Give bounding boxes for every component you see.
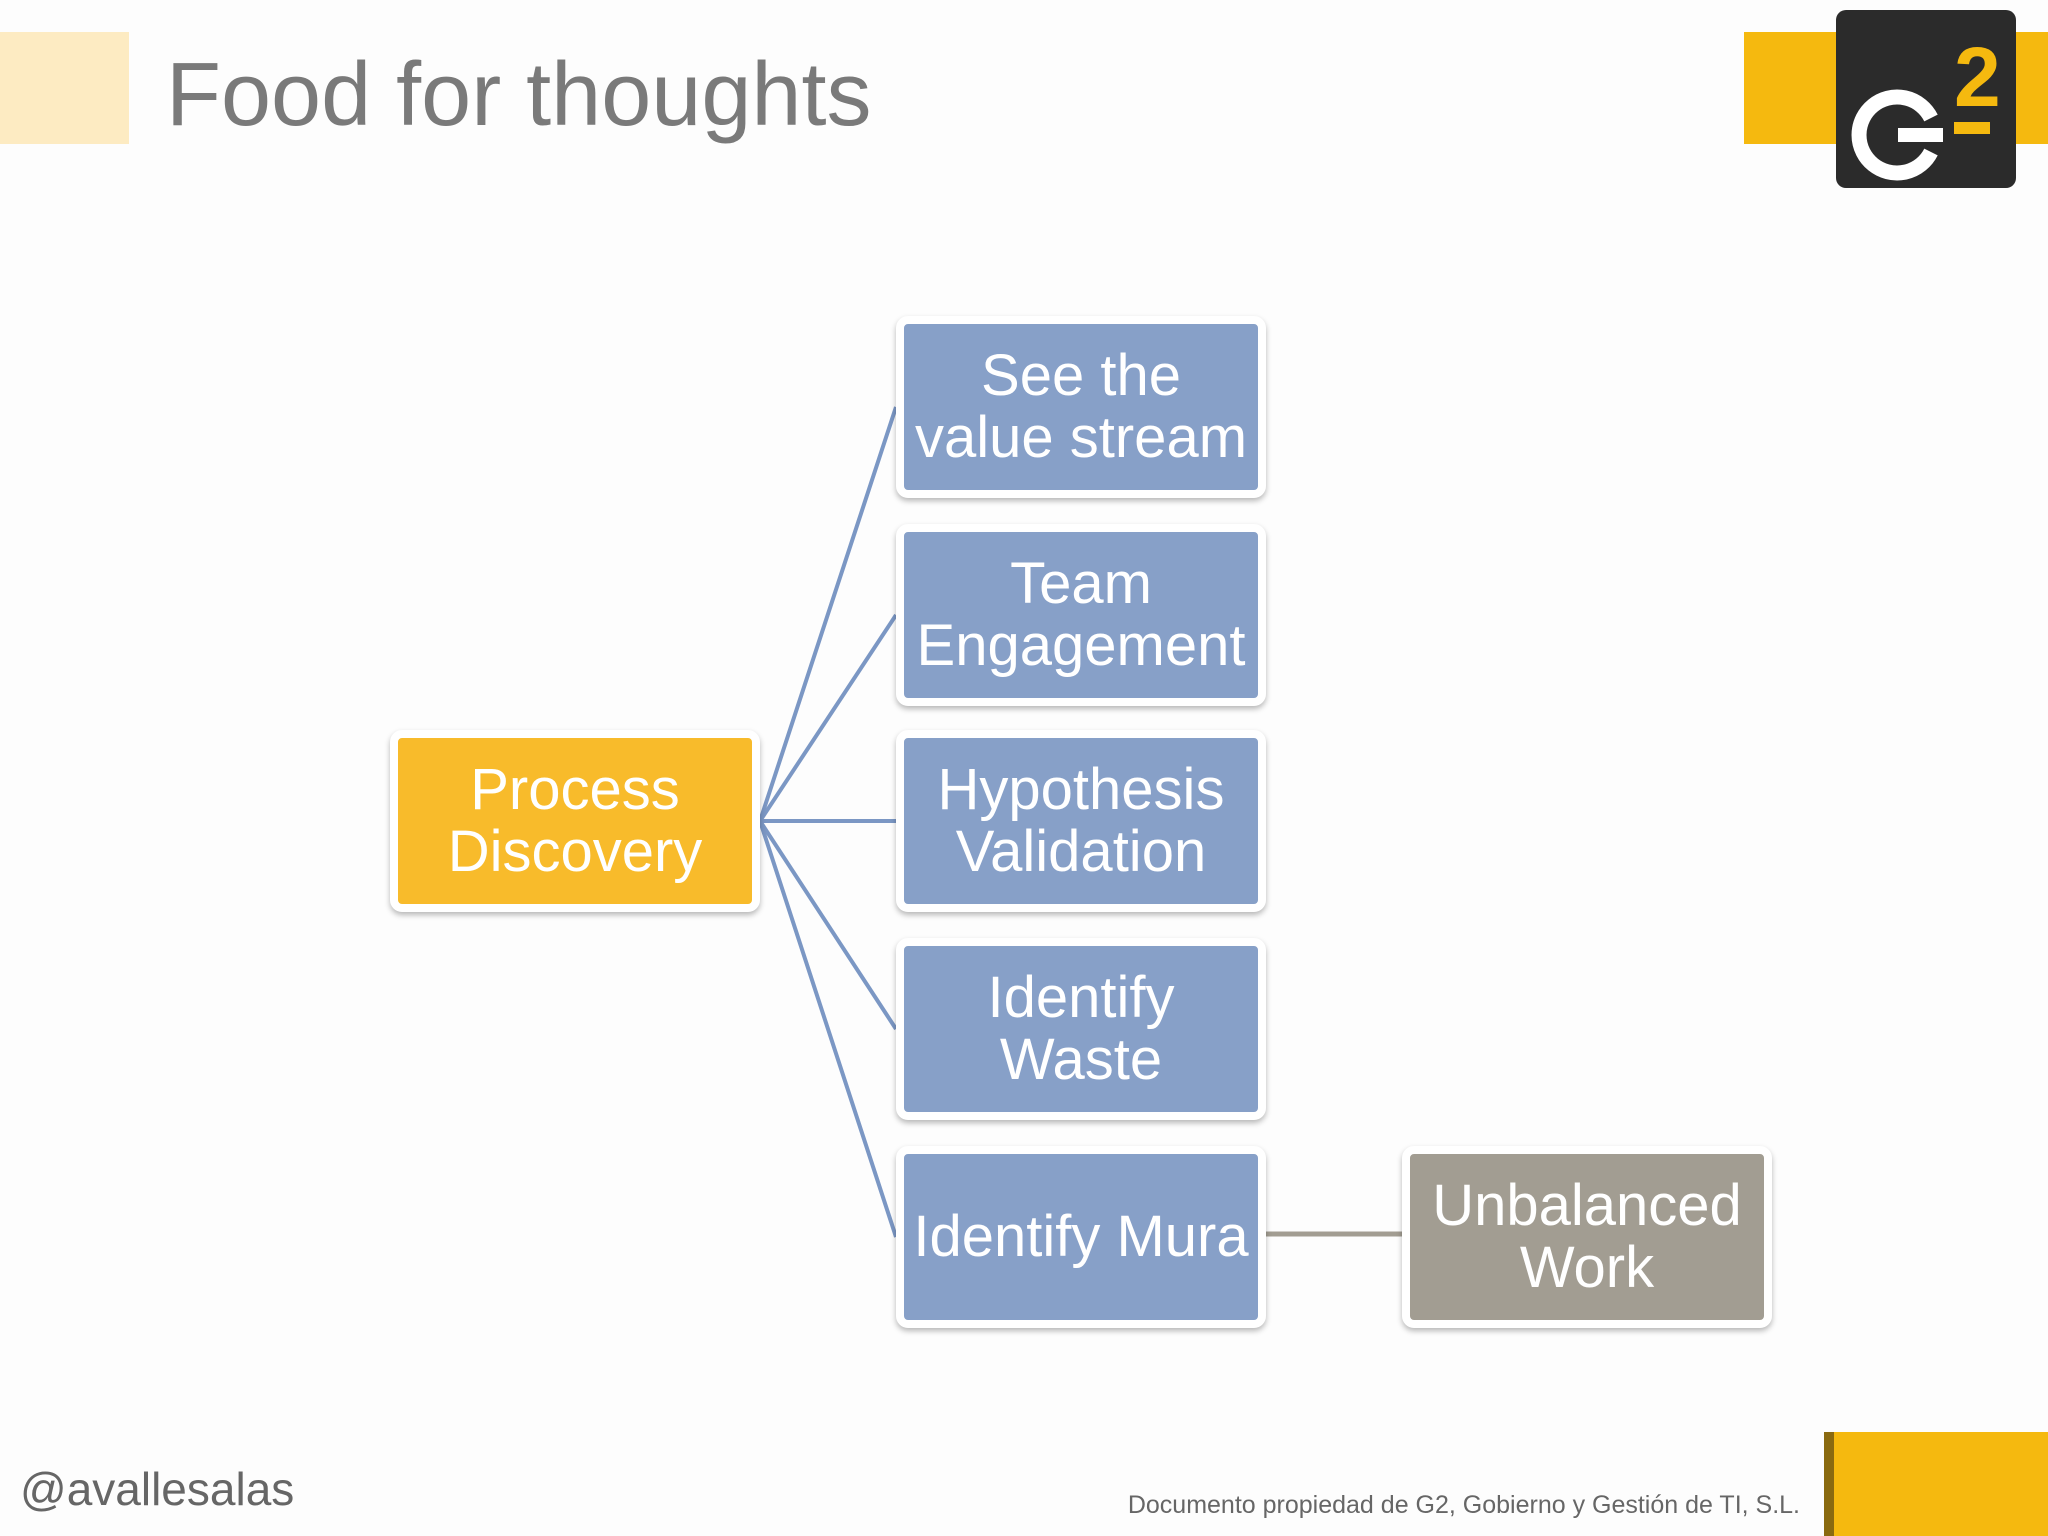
g2-logo: 2 bbox=[1836, 10, 2016, 188]
connector-root-child-2 bbox=[758, 613, 898, 823]
connector-root-child-5 bbox=[758, 820, 898, 1238]
node-hypothesis-validation: Hypothesis Validation bbox=[896, 730, 1266, 912]
connector-root-child-1 bbox=[758, 406, 898, 822]
author-handle: @avallesalas bbox=[20, 1463, 295, 1515]
connector-root-child-4 bbox=[758, 819, 898, 1031]
footer-accent-edge bbox=[1824, 1432, 1834, 1536]
slide-title: Food for thoughts bbox=[166, 45, 872, 145]
node-process-discovery: Process Discovery bbox=[390, 730, 760, 912]
node-identify-mura: Identify Mura bbox=[896, 1146, 1266, 1328]
node-see-the-value-stream: See the value stream bbox=[896, 316, 1266, 498]
logo-superscript: 2 bbox=[1954, 30, 2001, 124]
footer-ownership-note: Documento propiedad de G2, Gobierno y Ge… bbox=[1127, 1491, 1800, 1519]
g2-logo-icon: 2 bbox=[1851, 30, 2001, 181]
footer-accent-bar bbox=[1824, 1432, 2048, 1536]
title-accent-block bbox=[0, 32, 129, 144]
node-team-engagement: Team Engagement bbox=[896, 524, 1266, 706]
node-identify-waste: Identify Waste bbox=[896, 938, 1266, 1120]
root-to-children-connectors bbox=[758, 406, 898, 1238]
node-unbalanced-work: Unbalanced Work bbox=[1402, 1146, 1772, 1328]
